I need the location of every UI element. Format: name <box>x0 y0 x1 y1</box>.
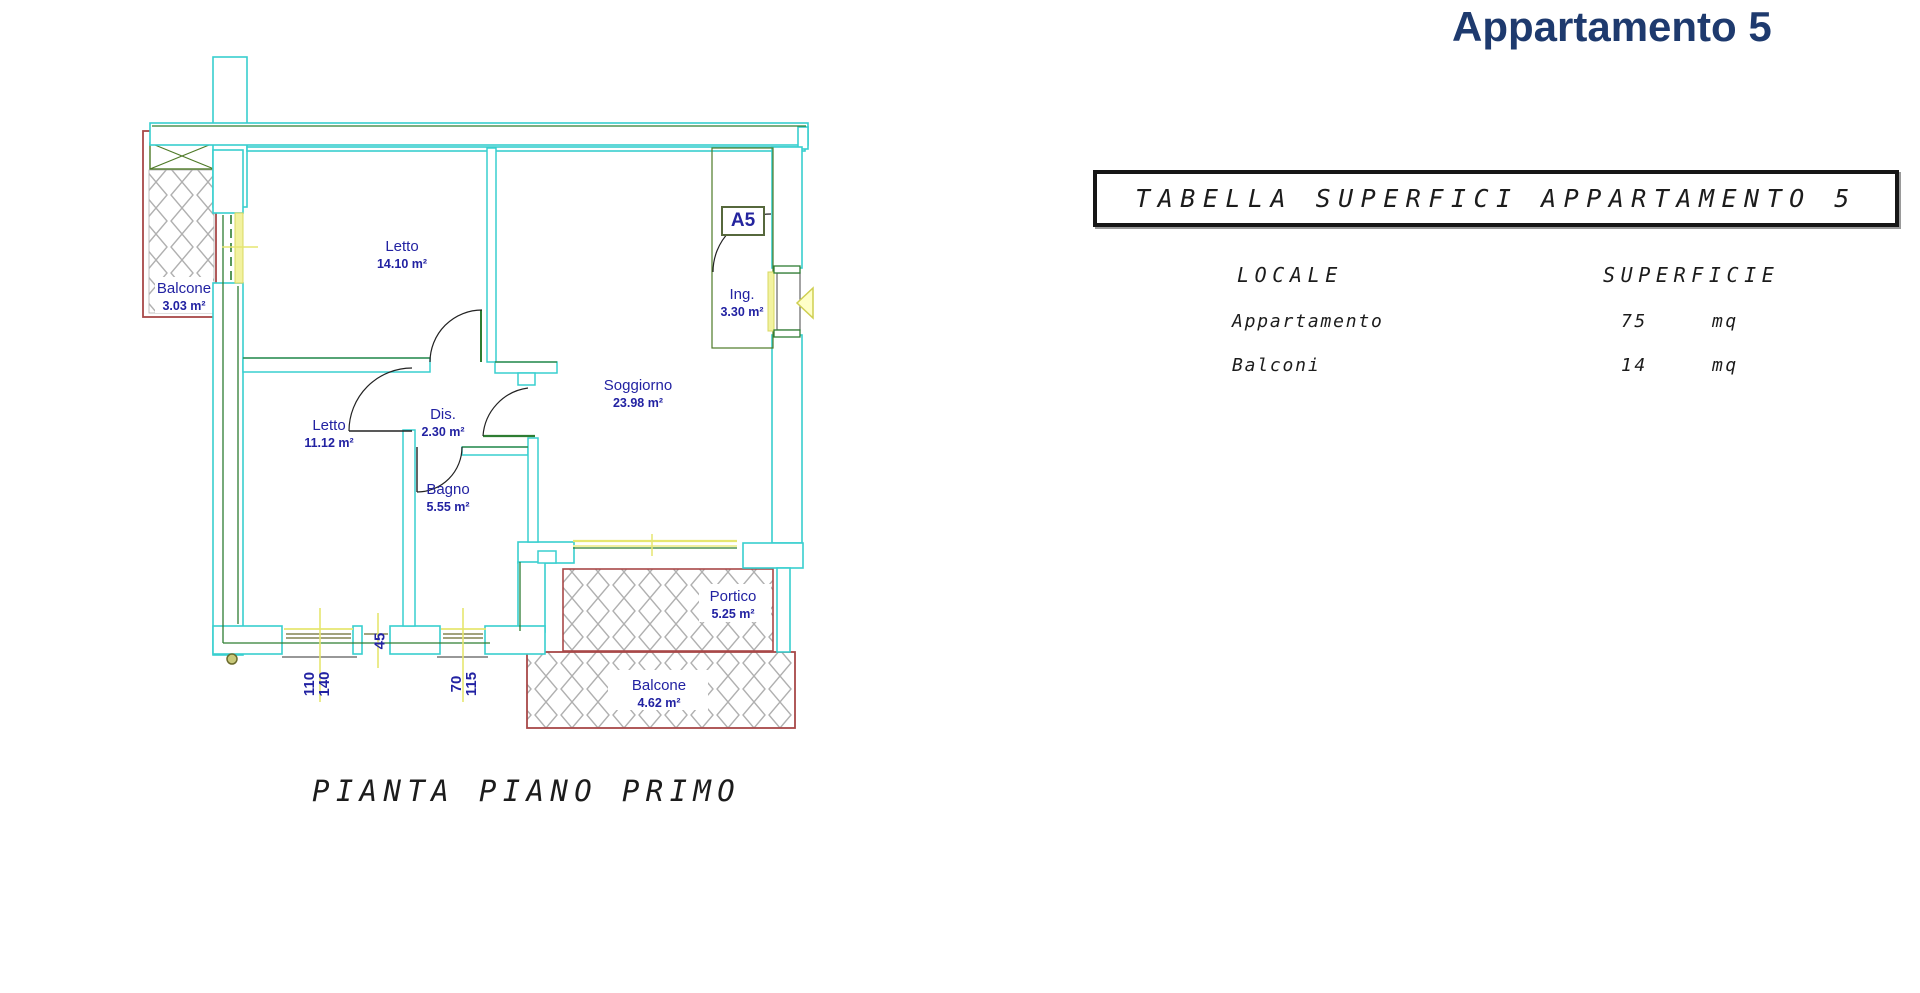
windows <box>282 534 737 702</box>
wall-step <box>537 550 557 564</box>
wall-pier <box>517 372 536 386</box>
wall <box>494 361 558 374</box>
wall <box>212 625 283 655</box>
surfaces-table-title-box: TABELLA SUPERFICI APPARTAMENTO 5 <box>1093 170 1899 227</box>
table-column-superficie: SUPERFICIE <box>1603 263 1780 287</box>
door-swing-arc <box>416 446 463 493</box>
wall <box>242 357 431 373</box>
wall <box>527 437 539 543</box>
survey-marker-icon <box>226 653 238 665</box>
exterior-walls <box>149 56 809 656</box>
room-label-balcone-tl: Balcone 3.03 m² <box>156 280 212 313</box>
dimension-110-140: 110 140 <box>301 671 333 697</box>
ingresso-outline <box>711 147 774 349</box>
label-patch <box>699 584 771 622</box>
table-row-locale: Appartamento <box>1232 311 1384 332</box>
room-label-dis: Dis. 2.30 m² <box>421 406 465 439</box>
door-swing-arc <box>348 367 413 432</box>
label-patch <box>155 277 213 313</box>
wall-accent-lines <box>152 125 806 644</box>
wall <box>517 561 546 633</box>
wall <box>486 147 497 363</box>
table-row-value: 14 <box>1621 355 1648 376</box>
entrance-door <box>712 213 814 338</box>
entrance-door-leaf <box>776 272 801 331</box>
table-row-unit: mq <box>1712 355 1739 376</box>
entrance-door-highlight <box>767 271 775 332</box>
room-label-letto-2: Letto 11.12 m² <box>304 417 354 450</box>
table-row-locale: Balconi <box>1232 355 1321 376</box>
wall <box>797 126 809 150</box>
wall <box>461 446 529 456</box>
dimension-70-115: 70 115 <box>448 671 480 697</box>
room-label-soggiorno: Soggiorno 23.98 m² <box>603 377 673 410</box>
interior-walls <box>242 147 558 627</box>
label-patch <box>608 670 708 710</box>
balcony-bottom <box>526 651 796 729</box>
room-label-balcone-bottom: Balcone 4.62 m² <box>631 677 687 710</box>
room-label-portico: Portico 5.25 m² <box>709 588 757 621</box>
wall <box>402 429 416 627</box>
room-label-bagno: Bagno 5.55 m² <box>426 481 470 514</box>
wall <box>771 146 803 269</box>
surfaces-table-title: TABELLA SUPERFICI APPARTAMENTO 5 <box>1135 184 1857 213</box>
wall <box>776 567 791 653</box>
wall <box>352 625 363 655</box>
door-swing-arc <box>429 309 483 363</box>
balcony-top-left <box>142 130 217 318</box>
table-row-unit: mq <box>1712 311 1739 332</box>
balcony-door <box>222 212 258 284</box>
room-label-ingresso: Ing. 3.30 m² <box>720 286 764 319</box>
wall <box>771 334 803 544</box>
dimension-45: 45 <box>371 632 389 650</box>
interior-doors <box>348 309 535 493</box>
portico-area <box>562 568 774 652</box>
door-swing-arc <box>482 387 529 437</box>
wall <box>484 625 546 655</box>
unit-tag-label: A5 <box>730 210 756 231</box>
wall <box>742 542 804 569</box>
table-row-value: 75 <box>1621 311 1648 332</box>
table-column-locale: LOCALE <box>1237 263 1343 287</box>
unit-tag-a5: A5 <box>721 206 765 236</box>
entrance-arrow-icon <box>795 286 814 320</box>
plan-caption: PIANTA PIANO PRIMO <box>312 774 742 808</box>
page-title: Appartamento 5 <box>1452 3 1772 50</box>
room-label-letto-1: Letto 14.10 m² <box>376 238 428 271</box>
wall <box>389 625 441 655</box>
wall <box>212 149 244 214</box>
